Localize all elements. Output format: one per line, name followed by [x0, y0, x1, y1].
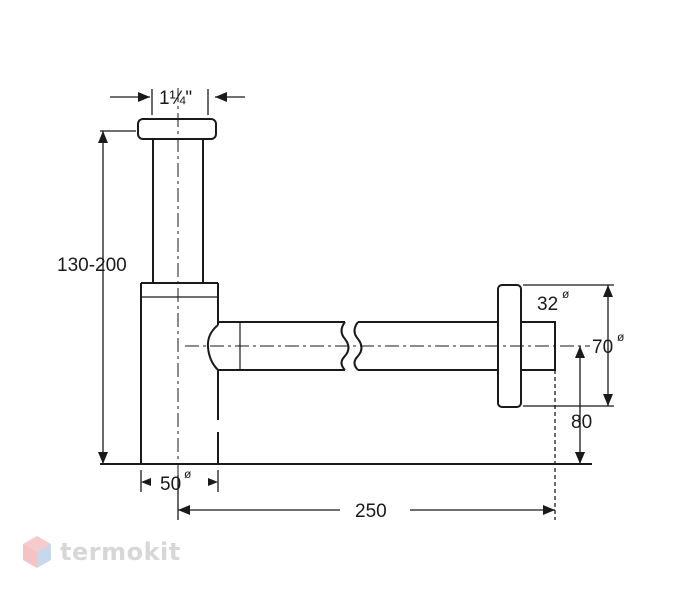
outlet-diameter-label: 32: [537, 294, 558, 315]
inlet-cap: [137, 118, 217, 140]
height-range-label: 130-200: [57, 255, 127, 276]
cube-logo-icon: [23, 536, 51, 568]
body-diameter-symbol: ø: [184, 467, 192, 481]
flange-diameter-symbol: ø: [617, 330, 625, 344]
flange-diameter-label: 70: [592, 337, 613, 358]
body-diameter-label: 50: [160, 474, 181, 495]
inlet-thread-label: 1¼": [159, 88, 192, 109]
brand-watermark-text: termokit: [60, 538, 181, 566]
outlet-diameter-symbol: ø: [562, 287, 570, 301]
outlet-height-label: 80: [571, 412, 592, 433]
length-label: 250: [355, 501, 387, 522]
watermark: termokit: [22, 535, 181, 569]
